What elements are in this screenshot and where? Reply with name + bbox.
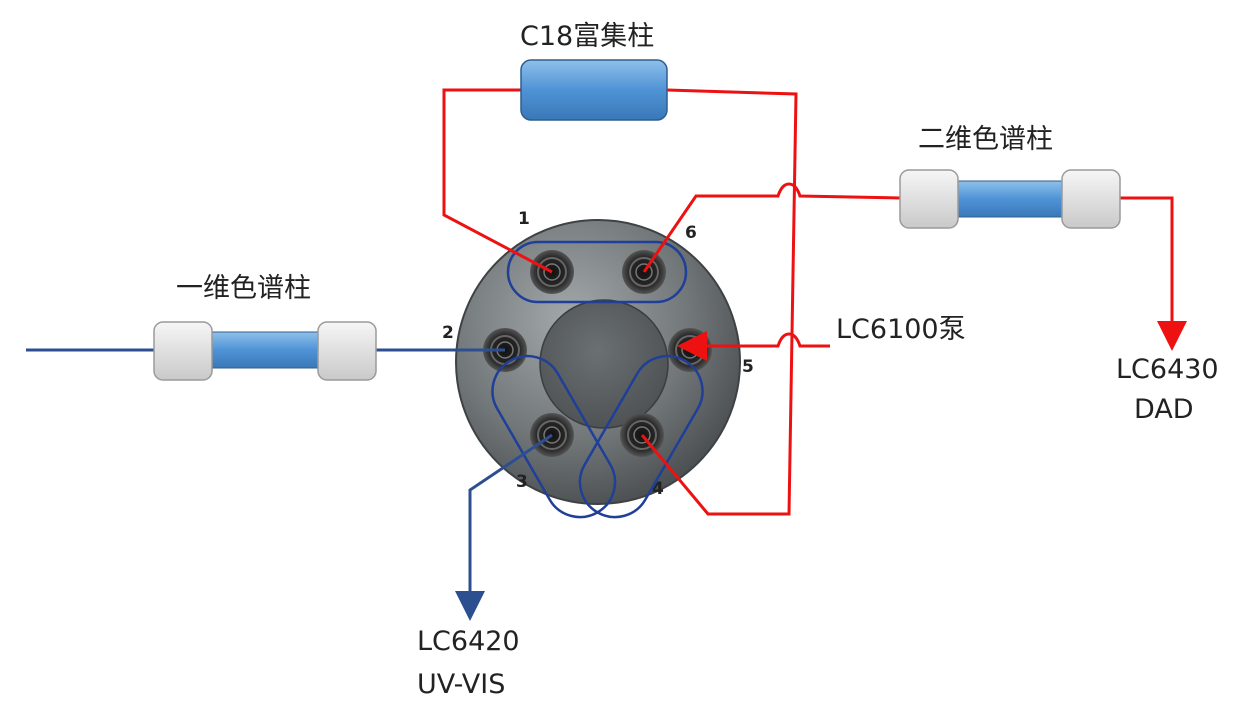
line-c18-to-port4	[640, 88, 798, 516]
red-flow-lines	[442, 88, 1187, 516]
port-label-3: 3	[516, 472, 528, 492]
port-label-2: 2	[442, 323, 454, 343]
dad-type-label: DAD	[1134, 394, 1194, 425]
first-dim-column	[153, 321, 377, 381]
c18-column-label: C18富集柱	[520, 21, 654, 52]
port-labels: 1 2 3 4 5 6	[442, 209, 754, 499]
line-port3-to-uv	[455, 433, 553, 621]
second-dim-column-label: 二维色谱柱	[918, 124, 1053, 155]
line-column2-to-dad	[1120, 196, 1187, 351]
uv-model-label: LC6420	[417, 626, 520, 657]
pump-label: LC6100泵	[836, 314, 966, 345]
line-pump-to-port5	[677, 331, 830, 361]
port-label-5: 5	[742, 357, 754, 377]
uv-type-label: UV-VIS	[417, 669, 505, 700]
component-labels: C18富集柱 二维色谱柱 一维色谱柱 LC6100泵 LC6430 DAD LC…	[176, 21, 1219, 700]
port-label-1: 1	[518, 209, 530, 229]
first-dim-column-label: 一维色谱柱	[176, 273, 311, 304]
blue-flow-lines	[26, 348, 553, 621]
dad-model-label: LC6430	[1116, 354, 1219, 385]
port-label-6: 6	[685, 223, 697, 243]
port-label-4: 4	[652, 479, 664, 499]
c18-column	[520, 59, 668, 121]
line-port6-to-column2	[642, 182, 901, 273]
line-port1-to-c18	[442, 88, 553, 274]
second-dim-column	[899, 169, 1121, 229]
loop-1-6	[506, 240, 688, 304]
